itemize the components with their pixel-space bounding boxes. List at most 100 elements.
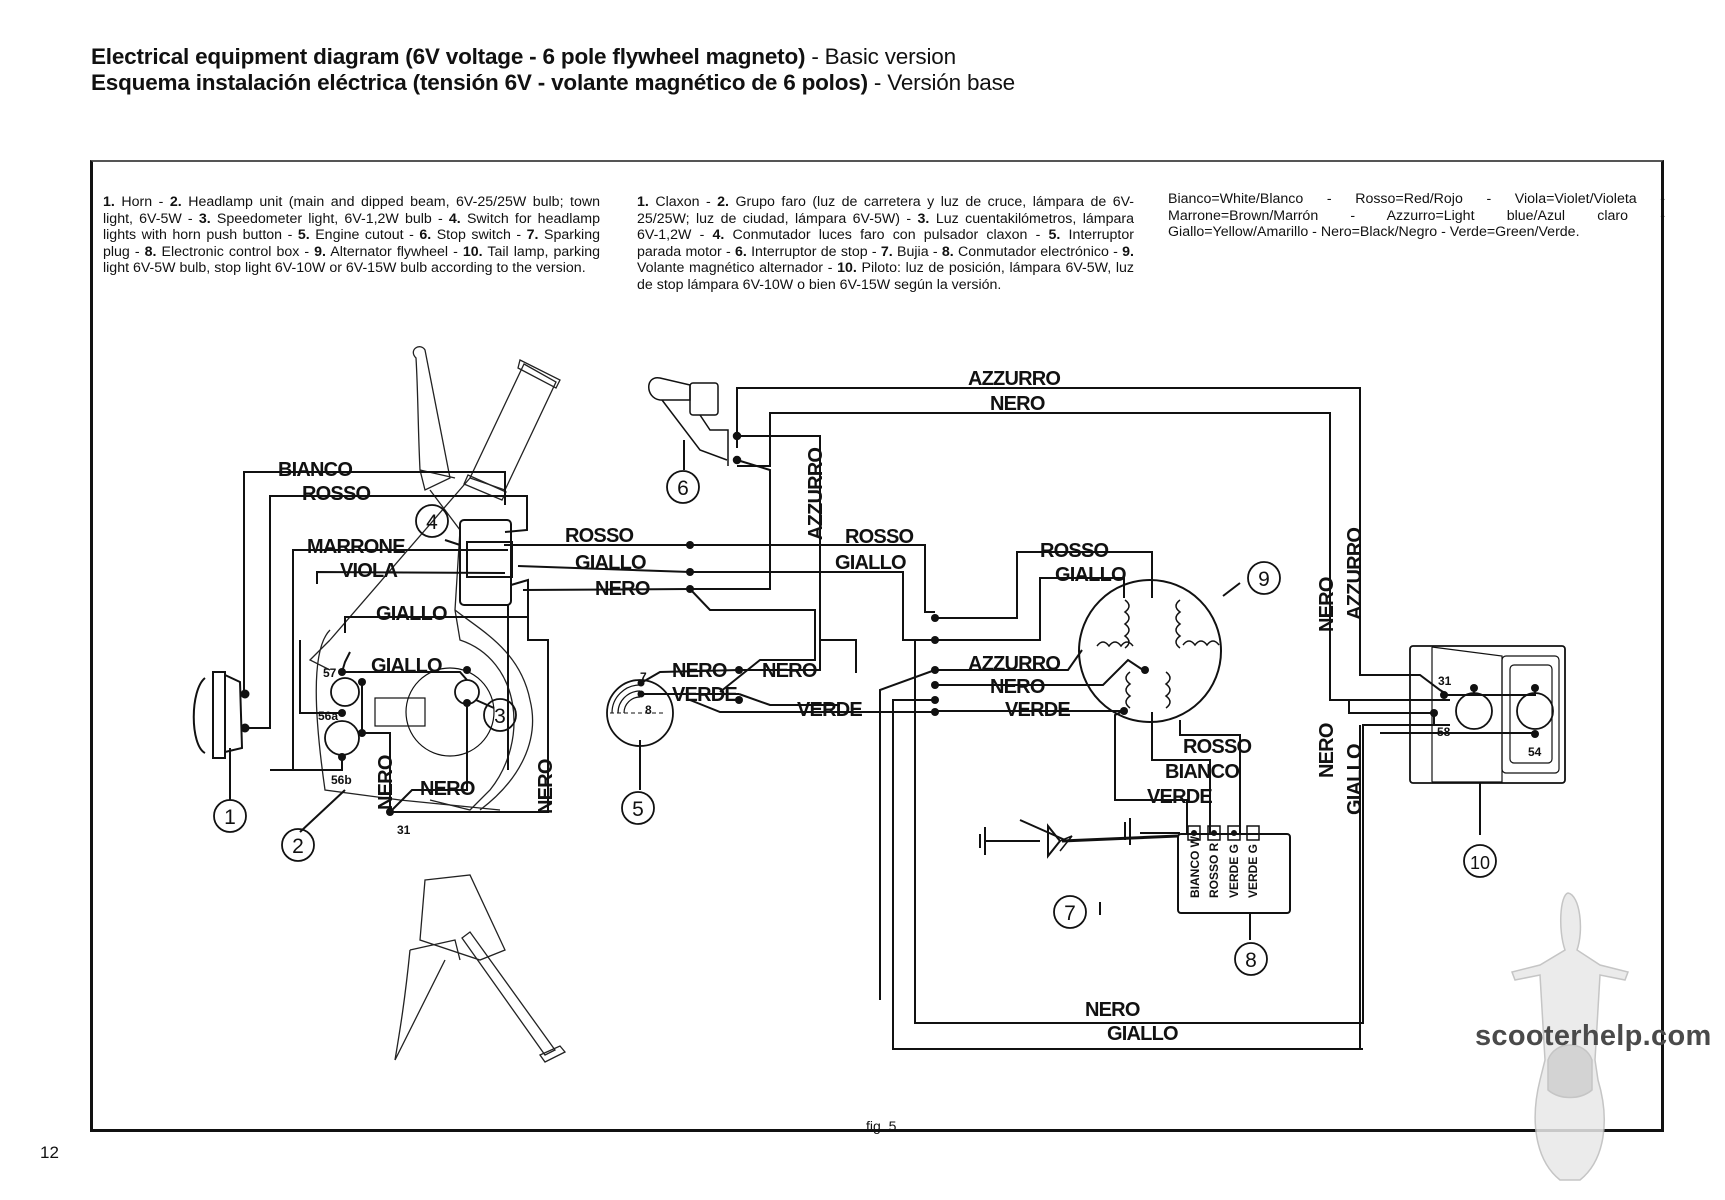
- control-box-pin-labels: BIANCO W ROSSO R VERDE G VERDE G: [1188, 835, 1260, 898]
- legend-en-item-text: Switch for headlamp lights with horn pus…: [103, 210, 600, 244]
- callout-8: 8: [1234, 942, 1268, 976]
- wire-label-giallo: GIALLO: [1344, 744, 1366, 815]
- wire-connectors: [686, 541, 939, 716]
- figure-caption: fig. 5: [866, 1118, 897, 1134]
- legend-es-item-number: 4.: [712, 227, 725, 243]
- callout-6: 6: [666, 470, 700, 504]
- wire-label-rosso: ROSSO: [565, 525, 633, 547]
- svg-text:2: 2: [292, 835, 304, 858]
- pin-label: VERDE G: [1246, 844, 1260, 898]
- legend-en-item-number: 10.: [462, 243, 483, 260]
- legend-en-item-number: 5.: [297, 227, 310, 243]
- legend-english: 1. Horn - 2. Headlamp unit (main and dip…: [103, 194, 600, 277]
- title-spanish: Esquema instalación eléctrica (tensión 6…: [91, 70, 1015, 96]
- wire-labels: BIANCO ROSSO MARRONE VIOLA GIALLO GIALLO…: [278, 368, 1366, 1045]
- callout-4: 4: [415, 504, 449, 538]
- terminal-56b: 56b: [331, 773, 352, 787]
- pin-label: BIANCO W: [1188, 835, 1202, 898]
- pin-label: VERDE G: [1227, 844, 1241, 898]
- control-box-component: [1124, 818, 1291, 914]
- wire-label-rosso: ROSSO: [845, 526, 913, 548]
- wire-label-nero: NERO: [1316, 577, 1338, 632]
- wire-label-nero: NERO: [762, 660, 817, 682]
- legend-es-item-text: Piloto: luz de posición, lámpara 6V-5W, …: [637, 260, 1135, 293]
- svg-text:6: 6: [677, 477, 689, 500]
- terminal-7: 7: [640, 670, 647, 684]
- callout-10: 10: [1463, 844, 1497, 878]
- legend-es-item-number: 8.: [941, 243, 954, 260]
- terminal-31: 31: [397, 823, 411, 837]
- handlebar-outline: [308, 346, 567, 1063]
- wire-label-azzurro: AZZURRO: [968, 368, 1060, 390]
- legend-es-item-text: Luz cuentakilómetros, lámpara 6V-1,2W -: [637, 210, 1134, 244]
- wire-label-nero: NERO: [990, 676, 1045, 698]
- legend-en-item-number: 9.: [314, 243, 327, 260]
- legend-en-item-text: Speedometer light, 6V-1,2W bulb -: [210, 210, 449, 227]
- terminal-56a: 56a: [318, 709, 338, 723]
- wire-label-giallo: GIALLO: [1107, 1023, 1178, 1045]
- legend-es-item-text: Conmutador electrónico -: [953, 243, 1123, 260]
- title-spanish-bold: Esquema instalación eléctrica (tensión 6…: [91, 70, 868, 95]
- svg-text:4: 4: [426, 511, 438, 534]
- legend-es-item-text: Conmutador luces faro con pulsador claxo…: [724, 227, 1049, 243]
- callout-1: 1: [213, 799, 247, 833]
- horn-component: [192, 671, 250, 800]
- legend-en-item-number: 8.: [144, 243, 157, 260]
- diagram-frame: [90, 160, 1664, 1132]
- wire-label-nero: NERO: [375, 755, 397, 810]
- legend-es-item-text: Volante magnético alternador -: [637, 260, 838, 276]
- wire-label-verde: VERDE: [797, 699, 862, 721]
- legend-es-item-number: 6.: [734, 243, 747, 260]
- wire-label-azzurro: AZZURRO: [805, 448, 827, 540]
- title-spanish-suffix: - Versión base: [867, 70, 1015, 95]
- title-english-suffix: - Basic version: [805, 44, 956, 69]
- legend-es-item-number: 5.: [1048, 227, 1061, 243]
- legend-en-item-text: Tail lamp, parking light 6V-5W bulb, sto…: [103, 243, 601, 277]
- svg-text:9: 9: [1258, 568, 1270, 591]
- terminal-58: 58: [1437, 725, 1451, 739]
- svg-text:1: 1: [224, 806, 236, 829]
- wire-label-nero: NERO: [1085, 999, 1140, 1021]
- callout-9: 9: [1247, 561, 1281, 595]
- legend-es-item-text: Claxon -: [648, 194, 718, 210]
- legend-en-item-text: Stop switch -: [431, 227, 527, 243]
- legend-es-item-number: 9.: [1122, 243, 1134, 260]
- terminal-54: 54: [1528, 745, 1542, 759]
- wire-label-verde: VERDE: [1005, 699, 1070, 721]
- legend-en-item-number: 1.: [103, 194, 115, 210]
- legend-es-item-number: 2.: [717, 194, 730, 210]
- pin-label: ROSSO R: [1207, 842, 1221, 898]
- wire-label-giallo: GIALLO: [371, 655, 442, 677]
- spark-plug-component: [979, 823, 1179, 859]
- legend-es-item-number: 1.: [637, 194, 649, 210]
- legend-es-item-text: Interruptor parada motor -: [637, 227, 1134, 260]
- legend-en-item-number: 3.: [198, 210, 211, 227]
- wire-label-giallo: GIALLO: [1055, 564, 1126, 586]
- wire-label-nero: NERO: [1316, 723, 1338, 778]
- legend-en-item-number: 7.: [526, 227, 539, 243]
- terminal-8: 8: [645, 703, 652, 717]
- wire-label-nero: NERO: [535, 759, 557, 814]
- wire-label-rosso: ROSSO: [1040, 540, 1108, 562]
- callout-7: 7: [1053, 895, 1087, 929]
- wire-label-nero: NERO: [672, 660, 727, 682]
- svg-text:5: 5: [632, 798, 644, 821]
- svg-text:7: 7: [1064, 902, 1076, 925]
- legend-es-item-number: 10.: [837, 260, 857, 276]
- callout-2: 2: [281, 828, 315, 862]
- title-english: Electrical equipment diagram (6V voltage…: [91, 44, 956, 70]
- wire-label-nero: NERO: [420, 778, 475, 800]
- legend-en-item-text: Headlamp unit (main and dipped beam, 6V-…: [103, 194, 600, 227]
- wire-label-verde: VERDE: [1147, 786, 1212, 808]
- wire-label-viola: VIOLA: [340, 560, 397, 582]
- wire-label-verde: VERDE: [672, 684, 737, 706]
- engine-cutout-component: [606, 617, 840, 747]
- wire-label-azzurro: AZZURRO: [968, 653, 1060, 675]
- legend-en-item-text: Electronic control box -: [156, 243, 315, 260]
- wire-label-rosso: ROSSO: [1183, 736, 1251, 758]
- title-english-bold: Electrical equipment diagram (6V voltage…: [91, 44, 806, 69]
- alternator-flywheel-component: [1078, 579, 1222, 723]
- legend-en-item-number: 6.: [419, 227, 432, 243]
- legend-es-item-number: 7.: [880, 243, 893, 260]
